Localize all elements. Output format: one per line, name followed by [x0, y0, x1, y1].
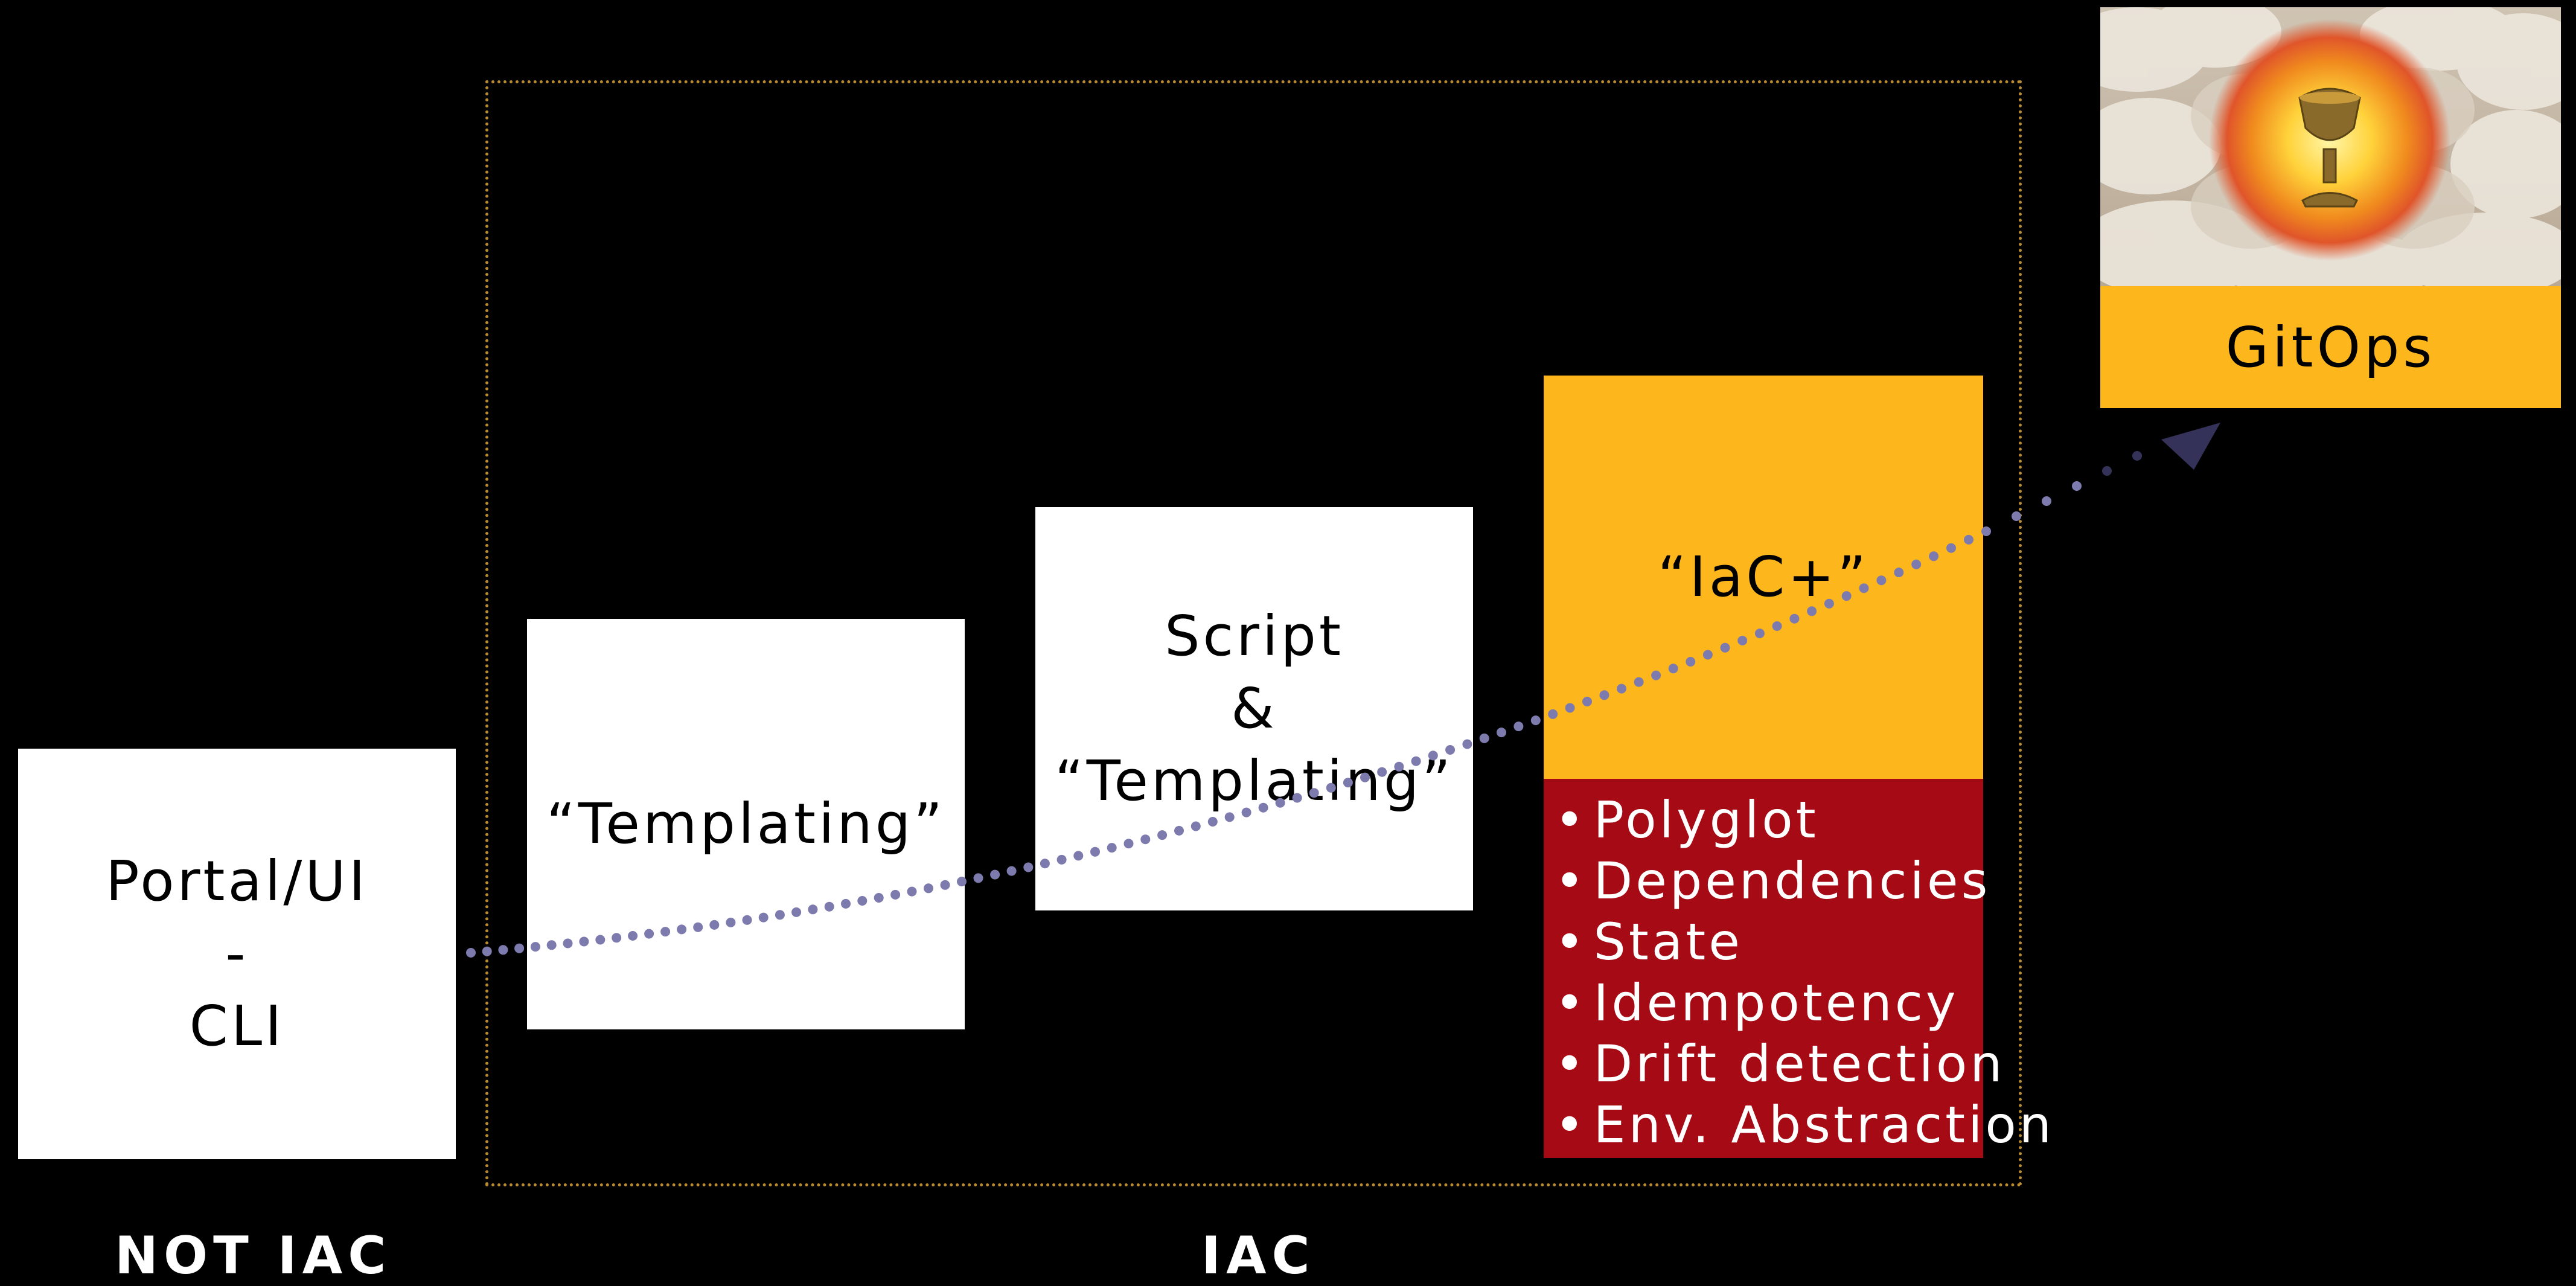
- portal-separator: -: [225, 921, 249, 986]
- feature-label: Drift detection: [1593, 1034, 2006, 1093]
- templating-label: “Templating”: [546, 792, 945, 856]
- feature-item: •Dependencies: [1555, 851, 1987, 912]
- iac-plus-box: “IaC+”: [1544, 376, 1983, 779]
- bullet-icon: •: [1555, 851, 1588, 910]
- feature-item: •State: [1555, 912, 1983, 973]
- feature-label: State: [1593, 912, 1743, 971]
- gitops-card: GitOps: [2100, 7, 2561, 408]
- arrow-head-icon: [2161, 423, 2220, 470]
- bullet-icon: •: [1555, 973, 1588, 1032]
- not-iac-caption: NOT IAC: [115, 1226, 392, 1286]
- trend-dot: [2072, 481, 2082, 491]
- iac-plus-features-box: •Polyglot •Dependencies •State •Idempote…: [1544, 779, 2051, 1158]
- feature-item: •Idempotency: [1555, 973, 1983, 1034]
- bullet-icon: •: [1555, 790, 1588, 849]
- feature-label: Env. Abstraction: [1593, 1095, 2055, 1154]
- portal-cli-box: Portal/UI - CLI: [18, 749, 456, 1159]
- bullet-icon: •: [1555, 912, 1588, 971]
- trend-dot: [2102, 466, 2112, 476]
- iac-caption: IAC: [1201, 1226, 1315, 1286]
- bullet-icon: •: [1555, 1034, 1588, 1093]
- feature-item: •Drift detection: [1555, 1034, 2002, 1095]
- feature-item: •Polyglot: [1555, 790, 1983, 851]
- script-templating-label: “Templating”: [1055, 749, 1454, 813]
- feature-item: •Env. Abstraction: [1555, 1095, 2051, 1156]
- bullet-icon: •: [1555, 1095, 1588, 1154]
- holy-grail-image: [2100, 7, 2561, 286]
- ampersand-label: &: [1231, 676, 1277, 741]
- cli-label: CLI: [189, 994, 285, 1058]
- trend-dot: [2132, 451, 2142, 461]
- script-label: Script: [1165, 604, 1344, 668]
- feature-label: Dependencies: [1593, 851, 1991, 910]
- templating-box: “Templating”: [527, 619, 965, 1029]
- trend-dot: [466, 948, 476, 958]
- feature-label: Polyglot: [1593, 790, 1819, 849]
- gitops-label: GitOps: [2100, 286, 2561, 408]
- iac-plus-label: “IaC+”: [1657, 545, 1870, 609]
- trend-dot: [2042, 496, 2051, 506]
- portal-label: Portal/UI: [106, 849, 368, 913]
- feature-label: Idempotency: [1593, 973, 1959, 1032]
- iac-boundary-frame: [485, 80, 2022, 1186]
- features-list: •Polyglot •Dependencies •State •Idempote…: [1555, 790, 2051, 1156]
- script-templating-box: Script & “Templating”: [1035, 507, 1473, 910]
